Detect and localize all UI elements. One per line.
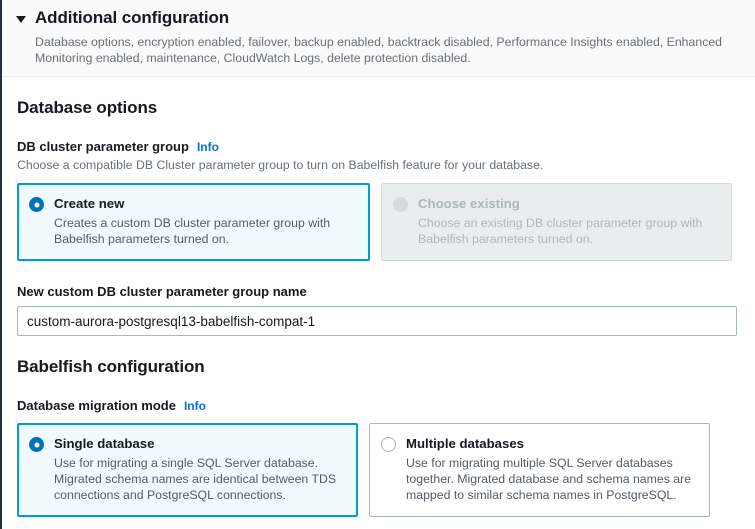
radio-card-choose-existing: Choose existing Choose an existing DB cl… — [381, 183, 732, 261]
db-cluster-parameter-group-label: DB cluster parameter group — [17, 139, 189, 154]
radio-card-text: Single database Use for migrating a sing… — [54, 435, 345, 503]
panel-body: Database options DB cluster parameter gr… — [2, 98, 755, 517]
section-title-babelfish-configuration: Babelfish configuration — [17, 357, 205, 376]
radio-card-text: Multiple databases Use for migrating mul… — [406, 435, 697, 503]
radio-card-multiple-databases[interactable]: Multiple databases Use for migrating mul… — [369, 423, 710, 517]
radio-selected-icon[interactable] — [29, 437, 44, 452]
db-cluster-parameter-group-description: Choose a compatible DB Cluster parameter… — [17, 158, 544, 172]
additional-configuration-header[interactable]: Additional configuration Database option… — [2, 0, 755, 77]
radio-card-description: Use for migrating a single SQL Server da… — [54, 456, 337, 502]
header-description: Database options, encryption enabled, fa… — [35, 35, 723, 65]
new-custom-parameter-group-name-label: New custom DB cluster parameter group na… — [17, 284, 307, 299]
radio-selected-icon[interactable] — [29, 197, 44, 212]
page-title: Additional configuration — [35, 8, 230, 27]
radio-card-text: Create new Creates a custom DB cluster p… — [54, 195, 357, 247]
database-migration-mode-label-row: Database migration mode Info — [17, 398, 739, 413]
caret-down-icon[interactable] — [16, 15, 26, 23]
radio-card-description: Choose an existing DB cluster parameter … — [418, 216, 703, 246]
radio-card-text: Choose existing Choose an existing DB cl… — [418, 195, 719, 247]
database-migration-mode-options: Single database Use for migrating a sing… — [17, 423, 739, 517]
db-cluster-parameter-group-options: Create new Creates a custom DB cluster p… — [17, 183, 739, 261]
radio-unselected-disabled-icon — [393, 197, 408, 212]
new-custom-parameter-group-name-input[interactable] — [17, 306, 737, 336]
radio-card-title: Create new — [54, 196, 125, 211]
database-migration-mode-label: Database migration mode — [17, 398, 176, 413]
radio-unselected-icon[interactable] — [381, 437, 396, 452]
db-cluster-parameter-group-label-row: DB cluster parameter group Info — [17, 139, 739, 154]
radio-card-title: Multiple databases — [406, 436, 524, 451]
radio-card-create-new[interactable]: Create new Creates a custom DB cluster p… — [17, 183, 370, 261]
radio-card-title: Choose existing — [418, 196, 520, 211]
radio-card-description: Creates a custom DB cluster parameter gr… — [54, 216, 331, 246]
info-link-db-cluster-parameter-group[interactable]: Info — [196, 140, 219, 154]
header-title-row[interactable]: Additional configuration — [16, 8, 739, 28]
info-link-database-migration-mode[interactable]: Info — [183, 399, 206, 413]
radio-card-single-database[interactable]: Single database Use for migrating a sing… — [17, 423, 358, 517]
section-title-database-options: Database options — [17, 98, 158, 117]
radio-card-description: Use for migrating multiple SQL Server da… — [406, 456, 692, 502]
radio-card-title: Single database — [54, 436, 155, 451]
